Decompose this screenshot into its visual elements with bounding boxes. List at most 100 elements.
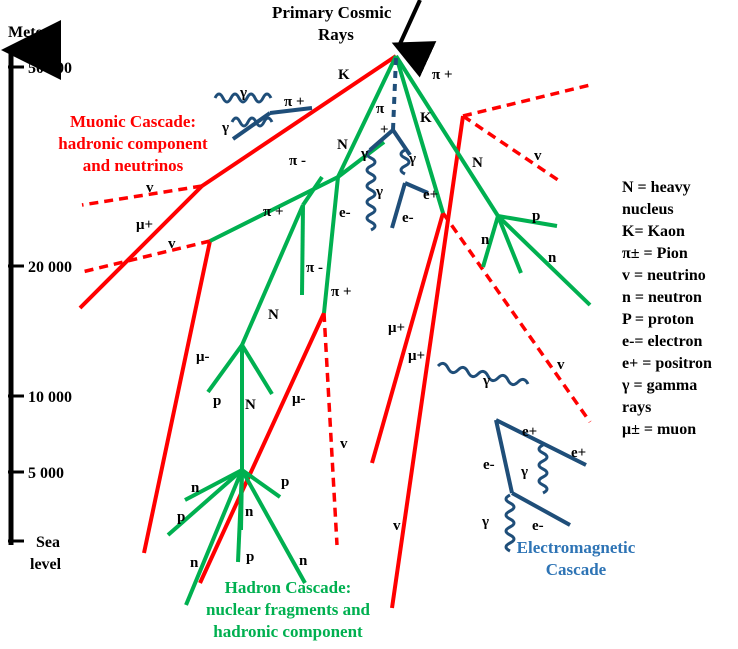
- blue-track: [511, 491, 571, 527]
- gamma-label: γ: [221, 120, 229, 136]
- axis-tick-label: 10 000: [28, 389, 72, 406]
- green-track: [481, 215, 500, 268]
- gamma-wave: [213, 92, 273, 104]
- green-track: [236, 469, 244, 563]
- red-track: [198, 312, 326, 584]
- gamma-label: γ: [239, 85, 247, 101]
- caption-line: and neutrinos: [83, 156, 184, 175]
- gamma-wave: [399, 148, 411, 176]
- muon-plus-label: μ+: [408, 348, 425, 364]
- caption-line: nuclear fragments and: [206, 600, 371, 619]
- diagram-title: Rays: [318, 25, 354, 44]
- sea-level-label: Sea: [36, 534, 60, 551]
- nucleus-label: N: [337, 137, 348, 153]
- red-track: [142, 240, 212, 554]
- gamma-label: γ: [375, 184, 383, 200]
- pion-label: π: [376, 101, 385, 117]
- legend-item: nucleus: [622, 201, 674, 218]
- green-track: [496, 214, 592, 307]
- red-track: [200, 54, 398, 188]
- hadron-tracks: [166, 54, 592, 606]
- proton-label: p: [213, 393, 221, 409]
- red-track-dashed: [322, 312, 339, 546]
- altitude-axis: Meters 50 000 20 000 10 000 5 000 Sea le…: [1, 20, 72, 573]
- proton-label: p: [532, 208, 540, 224]
- em-tracks: [213, 57, 587, 553]
- neutron-label: n: [190, 555, 199, 571]
- gamma-wave: [365, 148, 377, 232]
- pion-minus-label: π -: [289, 153, 306, 169]
- sea-level-label: level: [30, 556, 62, 573]
- muon-plus-label: μ+: [136, 217, 153, 233]
- particle-labels: K π + π + K γ γ π + v π - N γ γ γ N e+ v…: [136, 67, 586, 571]
- caption-line: Muonic Cascade:: [70, 112, 196, 131]
- red-track: [390, 115, 465, 609]
- proton-label: p: [246, 549, 254, 565]
- legend: N = heavy nucleus K= Kaon π± = Pion v = …: [621, 179, 712, 438]
- legend-item: μ± = muon: [622, 421, 696, 438]
- legend-item: v = neutrino: [622, 267, 706, 284]
- legend-item: n = neutron: [622, 289, 702, 306]
- green-track: [497, 214, 558, 228]
- caption-line: hadronic component: [213, 622, 363, 641]
- kaon-label: K: [420, 110, 432, 126]
- positron-label: e+: [423, 187, 438, 203]
- muonic-cascade-caption: Muonic Cascade: hadronic component and n…: [58, 112, 208, 175]
- muonic-tracks: [78, 54, 592, 609]
- electron-label: e-: [402, 210, 414, 226]
- green-track: [166, 468, 244, 537]
- neutron-label: n: [245, 504, 254, 520]
- diagram-title: Primary Cosmic: [272, 3, 392, 22]
- red-track-dashed: [462, 83, 591, 118]
- red-track: [78, 184, 204, 310]
- muon-minus-label: μ-: [196, 349, 210, 365]
- red-track-dashed: [81, 239, 211, 274]
- pion-plus-label: π +: [432, 67, 453, 83]
- legend-item: N = heavy: [622, 179, 691, 196]
- blue-track-dashed: [391, 57, 398, 131]
- neutrino-label: v: [557, 357, 565, 373]
- primary-ray-arrow: [391, 0, 437, 78]
- caption-line: hadronic component: [58, 134, 208, 153]
- electron-label: e-: [532, 518, 544, 534]
- axis-tick-label: 5 000: [28, 465, 64, 482]
- blue-track: [231, 111, 272, 141]
- green-track: [206, 343, 244, 394]
- green-track: [336, 140, 386, 179]
- gamma-label: γ: [482, 373, 490, 389]
- pion-minus-label: π -: [306, 260, 323, 276]
- axis-unit-label: Meters: [8, 24, 56, 41]
- red-track-dashed: [462, 114, 559, 182]
- blue-track: [391, 128, 412, 157]
- blue-track: [269, 106, 313, 115]
- legend-item: e-= electron: [622, 333, 702, 350]
- green-track: [394, 55, 445, 214]
- green-track: [240, 468, 282, 499]
- neutron-label: n: [299, 553, 308, 569]
- blue-track: [494, 419, 514, 494]
- legend-item: rays: [622, 399, 651, 416]
- neutron-label: n: [481, 232, 490, 248]
- plus-label: +: [380, 122, 389, 138]
- axis-tick-label: 20 000: [28, 259, 72, 276]
- green-track: [240, 469, 307, 584]
- neutrino-label: v: [534, 148, 542, 164]
- green-track: [322, 176, 340, 314]
- green-track: [496, 215, 523, 274]
- neutrino-label: v: [340, 436, 348, 452]
- caption-line: Hadron Cascade:: [225, 578, 352, 597]
- nucleus-label: N: [472, 155, 483, 171]
- neutrino-label: v: [393, 518, 401, 534]
- green-track: [301, 175, 324, 207]
- neutron-label: n: [191, 480, 200, 496]
- hadron-cascade-caption: Hadron Cascade: nuclear fragments and ha…: [206, 578, 371, 641]
- pion-plus-label: π +: [284, 94, 305, 110]
- blue-track: [368, 128, 395, 152]
- muon-plus-label: μ+: [388, 320, 405, 336]
- gamma-wave: [504, 493, 516, 553]
- red-track: [370, 212, 445, 464]
- em-cascade-caption: Electromagnetic Cascade: [517, 538, 636, 579]
- proton-label: p: [177, 509, 185, 525]
- green-track: [184, 468, 243, 502]
